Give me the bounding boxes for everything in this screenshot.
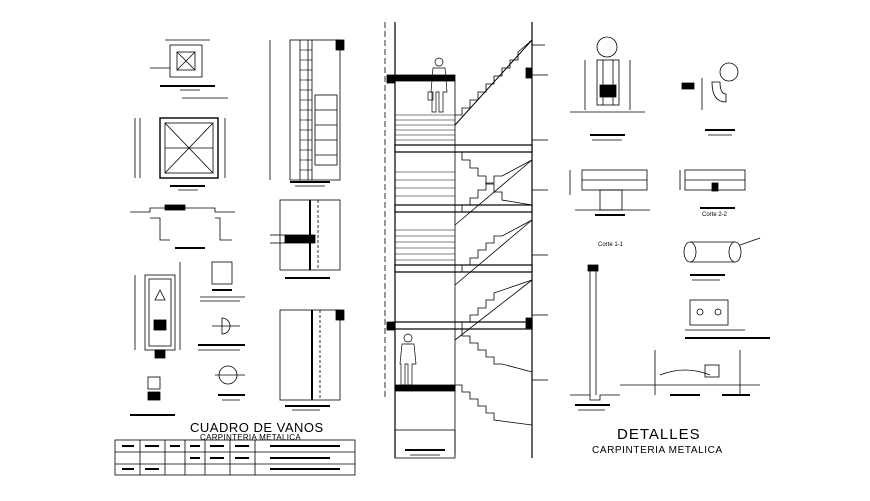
- window-top-detail: [150, 39, 215, 91]
- tall-window-section: [269, 39, 345, 187]
- hardware-detail-b: [198, 317, 245, 351]
- handrail-post-detail-b: [681, 62, 739, 136]
- base-plate-detail: [685, 299, 770, 339]
- person-figure-top: [427, 57, 448, 113]
- pipe-isometric-detail: [683, 237, 761, 281]
- stair-section: [384, 22, 548, 459]
- door-elevation-detail: [134, 262, 181, 359]
- wall-section-detail-a: [270, 199, 341, 279]
- details-title: DETALLES: [617, 426, 701, 443]
- cut-label-2: Corte 2-2: [702, 212, 728, 218]
- details-subtitle: CARPINTERIA METALICA: [592, 445, 723, 456]
- rail-profile-section: [569, 169, 650, 216]
- schedule-subtitle: CARPINTERIA METALICA: [200, 433, 301, 442]
- hardware-detail-a: [200, 261, 245, 302]
- rail-profile-section-2: [679, 169, 746, 209]
- window-elevation-detail: [134, 97, 228, 191]
- hinge-detail: [130, 365, 245, 416]
- post-elevation-detail: [570, 264, 620, 411]
- schedule-title: CUADRO DE VANOS: [190, 420, 324, 435]
- person-figure-bottom: [399, 333, 417, 386]
- cut-label-1: Corte 1-1: [598, 242, 624, 248]
- sill-section-detail: [130, 204, 235, 249]
- anchor-connection-detail: [620, 350, 760, 396]
- openings-schedule-table: [114, 439, 356, 476]
- handrail-post-detail-a: [570, 36, 645, 141]
- wall-section-detail-b: [279, 309, 345, 411]
